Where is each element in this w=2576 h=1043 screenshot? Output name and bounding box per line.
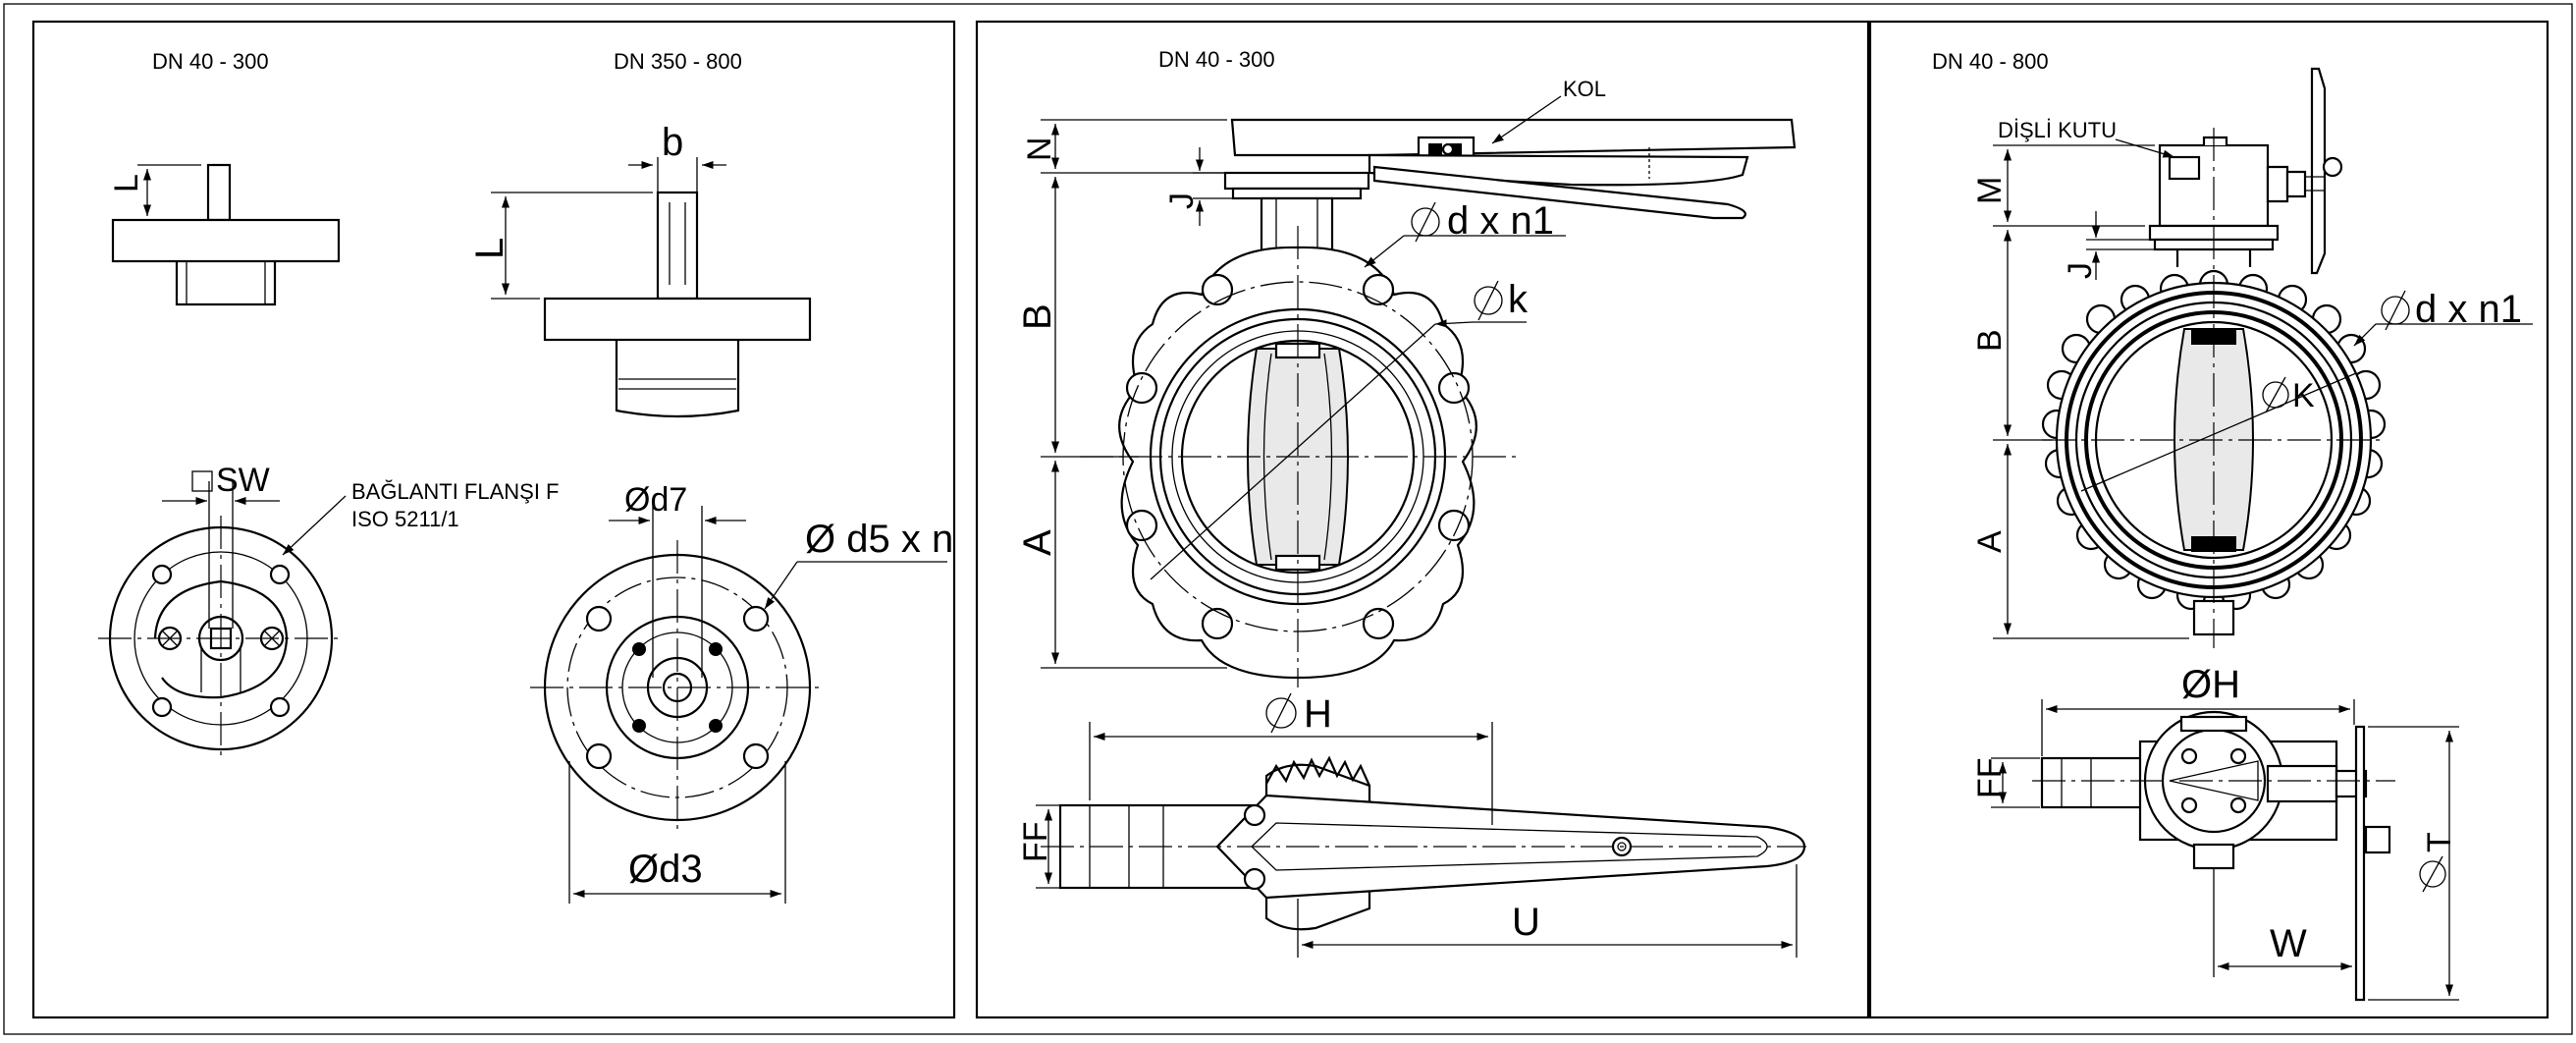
gearbox-unit: DİŞLİ KUTU xyxy=(1998,67,2343,275)
lever-handle: KOL xyxy=(1230,77,1797,220)
lever-dimensions-right: d x n1 k xyxy=(1364,199,1566,328)
dim-d3: Ød3 xyxy=(628,848,703,891)
diameter-icon xyxy=(1474,286,1503,315)
gearbox-dimensions-left: M B A J xyxy=(1971,144,2189,639)
sheet-border xyxy=(3,3,2573,1035)
panel-lever-valve: DN 40 - 300 KOL xyxy=(975,20,1870,1019)
dim-N: N xyxy=(1021,137,1058,161)
dim-B-lever: B xyxy=(1016,303,1059,330)
dim-B-gear: B xyxy=(1971,329,2009,352)
heading-dn40-800: DN 40 - 800 xyxy=(1932,49,2049,74)
dim-FF-lever: FF xyxy=(1017,821,1054,862)
small-flange-top-view: SW BAĞLANTI FLANŞI F ISO 5211/1 xyxy=(98,462,560,761)
heading-dn40-300-lever: DN 40 - 300 xyxy=(1158,47,1275,72)
flange-label-2: ISO 5211/1 xyxy=(351,507,459,531)
panel-actuator-flange: DN 40 - 300 DN 350 - 800 L xyxy=(31,20,956,1019)
dim-k-gear: K xyxy=(2292,377,2315,414)
dim-b: b xyxy=(662,121,683,164)
dim-A-lever: A xyxy=(1016,529,1059,556)
dim-J-lever: J xyxy=(1163,192,1201,209)
heading-dn40-300: DN 40 - 300 xyxy=(152,49,269,74)
valve-top-view-lever: H FF U xyxy=(1017,692,1806,958)
dim-T: T xyxy=(2421,832,2458,852)
dim-M: M xyxy=(1971,177,2009,204)
large-flange-top-view: Ød7 Ø d5 x n Ød3 xyxy=(530,481,953,904)
dim-H-gear: ØH xyxy=(2181,663,2240,706)
dim-A-gear: A xyxy=(1971,530,2009,553)
panel-1-frame xyxy=(31,20,956,1019)
diameter-icon xyxy=(2262,381,2289,409)
dim-H-lever: H xyxy=(1304,692,1332,736)
valve-body-gear xyxy=(2041,128,2387,648)
dim-L-small: L xyxy=(108,174,145,192)
panel-gearbox-valve: DN 40 - 800 DİŞLİ KUTU xyxy=(1868,20,2549,1019)
flange-label-1: BAĞLANTI FLANŞI F xyxy=(351,479,560,504)
valve-top-view-gear: ØH FF T W xyxy=(1971,663,2459,1002)
panel-3-frame xyxy=(1868,20,2549,1019)
dim-dxn1-lever: d x n1 xyxy=(1447,199,1554,243)
dim-W: W xyxy=(2270,922,2307,965)
square-icon xyxy=(191,470,213,492)
dim-sw: SW xyxy=(216,462,270,499)
label-disli-kutu: DİŞLİ KUTU xyxy=(1998,118,2117,142)
panel-2-frame xyxy=(975,20,1870,1019)
dim-L-large: L xyxy=(468,238,511,259)
diameter-icon xyxy=(1411,207,1440,237)
dim-d5xn: Ø d5 x n xyxy=(805,518,953,561)
gearbox-dimensions-right: d x n1 K xyxy=(2262,288,2533,414)
valve-body-front xyxy=(1080,226,1517,687)
diameter-icon xyxy=(2419,860,2446,888)
dim-J-gear: J xyxy=(2062,262,2099,279)
label-kol: KOL xyxy=(1563,77,1606,101)
dim-FF-gear: FF xyxy=(1971,757,2009,798)
dim-k-lever: k xyxy=(1508,278,1529,321)
lever-dimensions-left: N B A J xyxy=(1016,119,1233,669)
heading-dn350-800: DN 350 - 800 xyxy=(614,49,742,74)
dim-U: U xyxy=(1512,901,1540,944)
diameter-icon xyxy=(1265,697,1297,729)
small-flange-side-view: L xyxy=(108,163,341,306)
dim-d7: Ød7 xyxy=(624,481,687,519)
dim-dxn1-gear: d x n1 xyxy=(2415,288,2522,331)
diameter-icon xyxy=(2381,296,2410,325)
large-flange-side-view: b L xyxy=(468,121,812,418)
